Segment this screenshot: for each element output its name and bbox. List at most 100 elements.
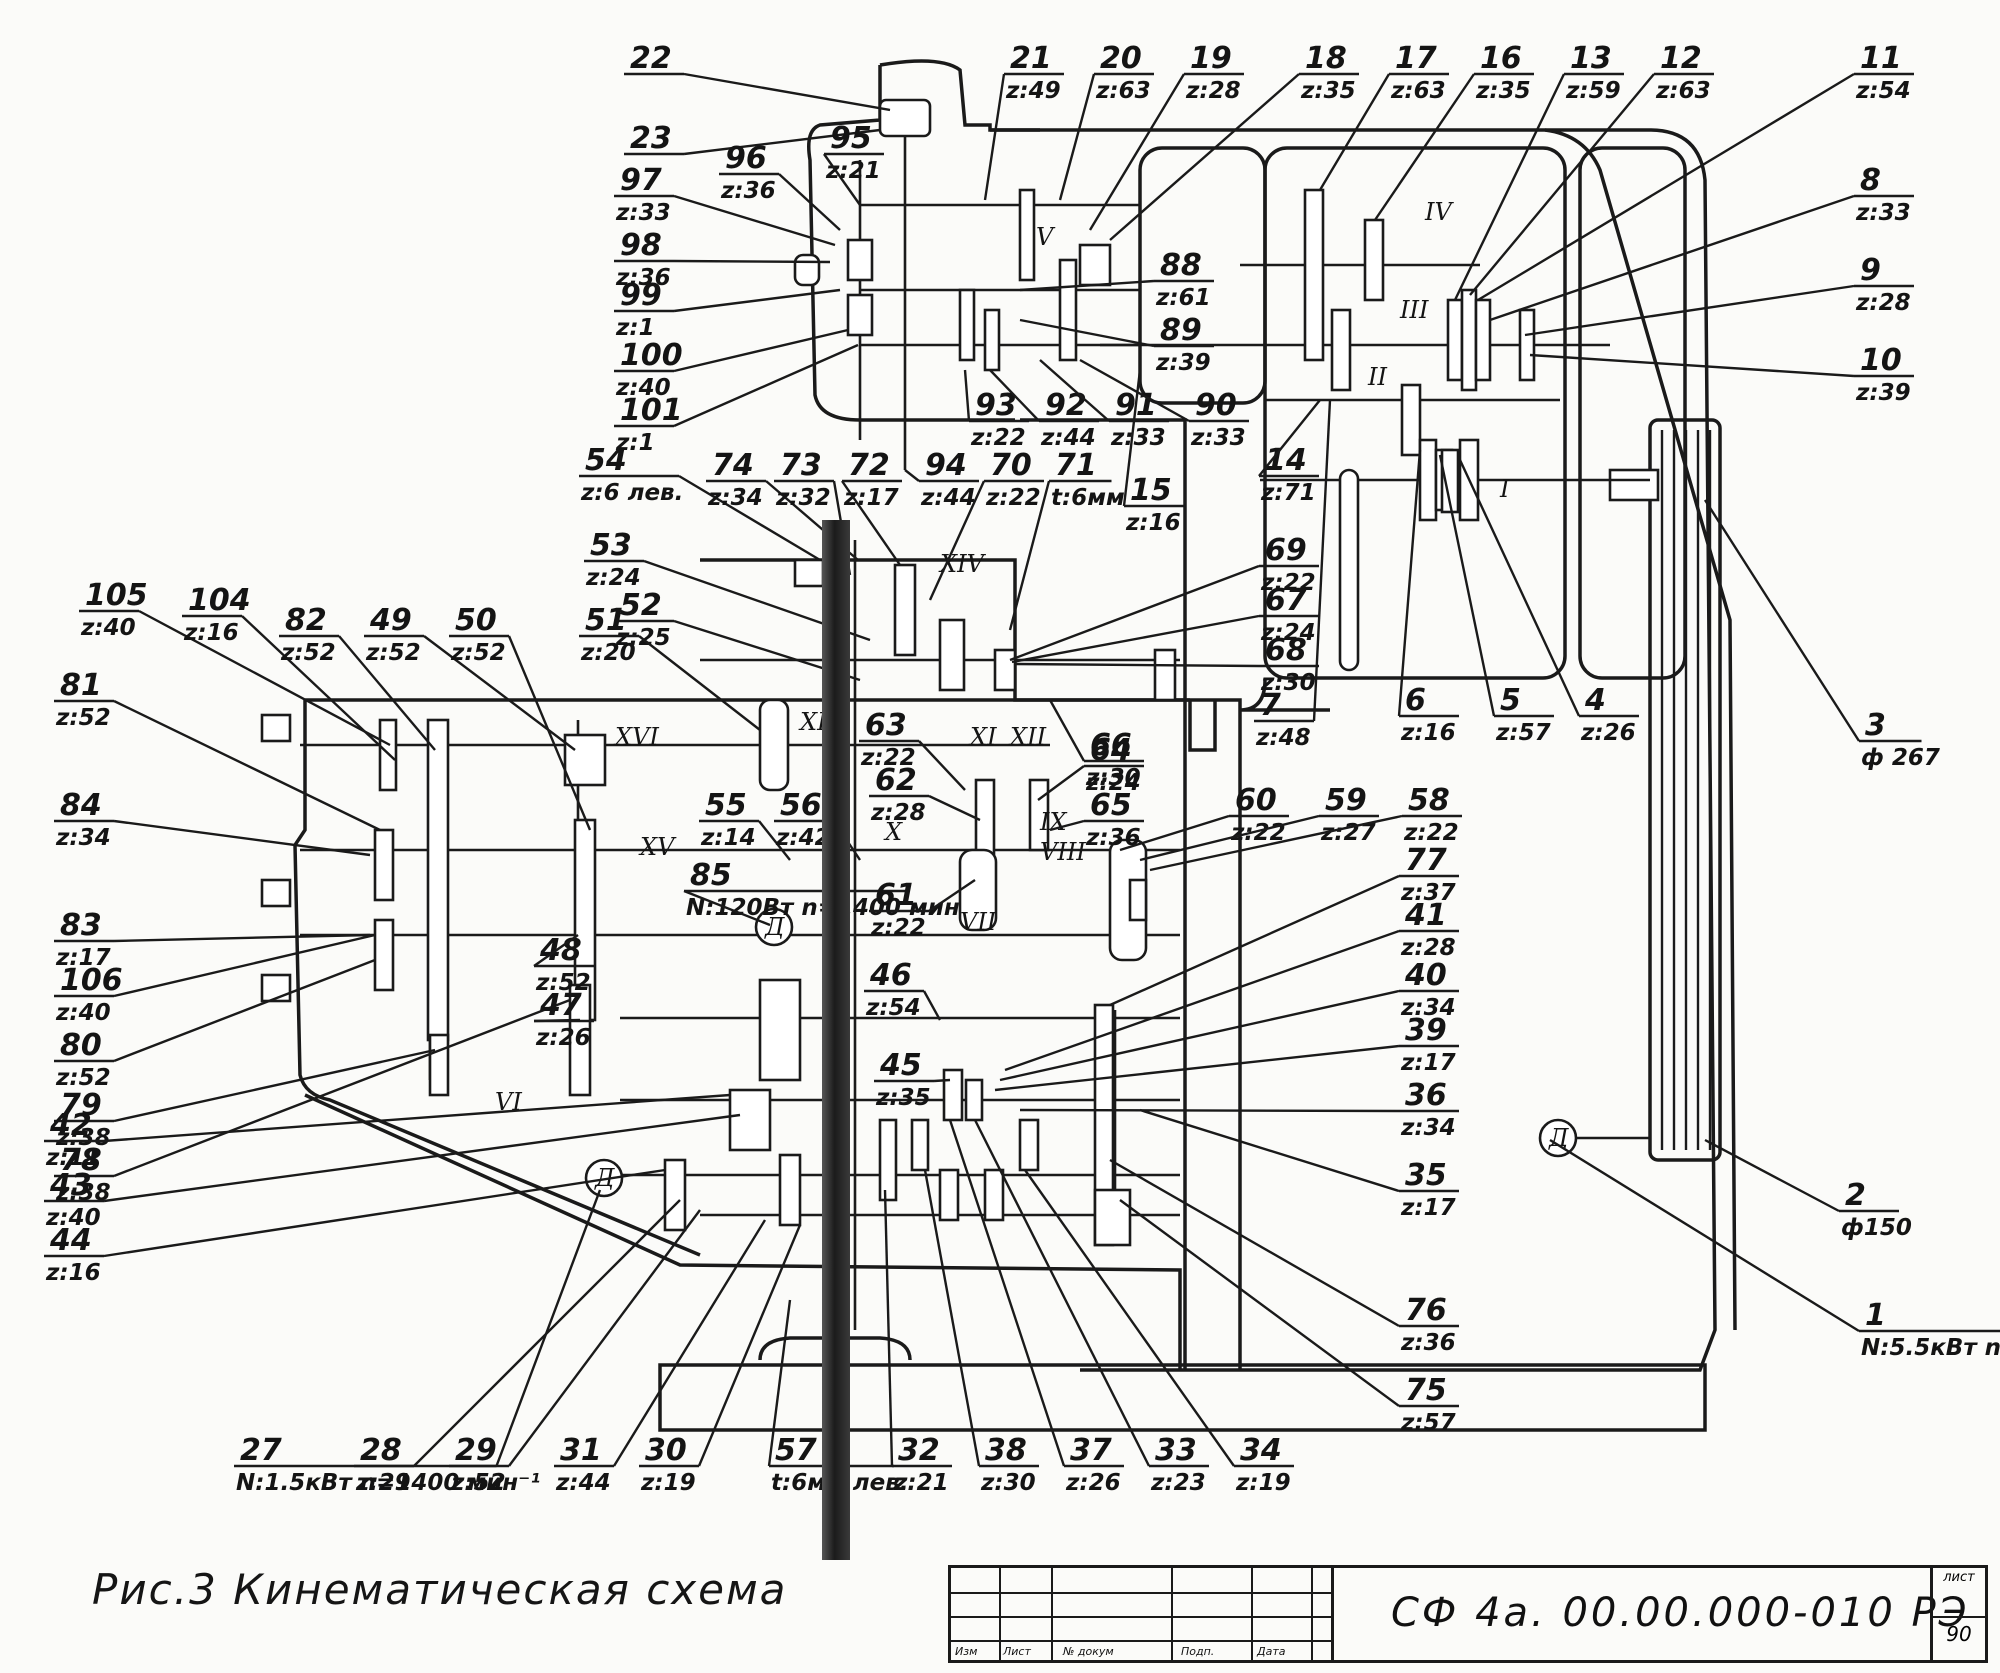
part-number: 97 — [620, 163, 662, 198]
part-number: 49 — [369, 603, 412, 638]
leader-line — [241, 615, 396, 761]
leader-line — [928, 879, 976, 912]
shaft-numerals: I II III IV V VI VII VIII IX X XI XII XI… — [495, 198, 1510, 1116]
tooth-count: z:34 — [55, 825, 111, 851]
leader-line — [1109, 874, 1400, 1007]
tooth-count: z:36 — [615, 265, 671, 291]
part-number: 70 — [990, 448, 1032, 483]
leader-line — [103, 1113, 741, 1203]
part-number: 88 — [1160, 248, 1202, 283]
part-callout: 6z:16 — [1397, 449, 1459, 746]
part-number: 17 — [1395, 41, 1437, 76]
part-callout: 29z:52 — [449, 1209, 701, 1496]
leader-line — [697, 1224, 802, 1467]
leader-line — [1004, 929, 1400, 1072]
leader-line — [1549, 1138, 1860, 1333]
part-number: 81 — [60, 668, 102, 703]
part-callout: 34z:19 — [1024, 1169, 1294, 1496]
leader-line — [1312, 399, 1332, 722]
leader-line — [963, 369, 971, 422]
tooth-count: z:22 — [1403, 820, 1459, 846]
tooth-count: z:11 — [45, 1145, 101, 1171]
part-number: 55 — [705, 788, 747, 823]
part-callouts: 222321z:4920z:6319z:2818z:3517z:6316z:35… — [44, 41, 2000, 1496]
tooth-count: z:59 — [1565, 78, 1621, 104]
leader-line — [673, 194, 836, 247]
part-callout: 42z:11 — [44, 1093, 731, 1171]
tooth-count: z:40 — [80, 615, 136, 641]
part-callout: 21z:49 — [983, 41, 1064, 201]
part-callout: 55z:14 — [699, 788, 791, 861]
tooth-count: z:16 — [1400, 720, 1456, 746]
part-callout: 13z:59 — [1453, 41, 1624, 301]
part-number: 45 — [879, 1048, 922, 1083]
part-callout: 88z:61 — [1019, 248, 1214, 311]
tooth-count: z:1 — [615, 430, 655, 456]
part-callout: 73z:32 — [774, 448, 852, 576]
leader-line — [338, 635, 436, 751]
leader-line — [1119, 1199, 1400, 1407]
tooth-count: z:49 — [1005, 78, 1061, 104]
binding-seam — [822, 520, 850, 1560]
part-callout: 37z:26 — [948, 1119, 1124, 1496]
sheet-box: лист 90 — [1930, 1568, 1985, 1660]
tooth-count: z:23 — [1150, 1470, 1206, 1496]
part-number: 50 — [455, 603, 497, 638]
shaft-numeral: I — [1499, 475, 1510, 503]
part-number: 77 — [1405, 843, 1447, 878]
tooth-count: z:52 — [55, 1065, 111, 1091]
part-callout: 43z:40 — [44, 1113, 741, 1231]
part-callout: 54z:6 лев. — [579, 443, 821, 562]
tooth-count: ф150 — [1841, 1215, 1912, 1241]
tooth-count: z:19 — [1235, 1470, 1291, 1496]
column-head: Изм — [955, 1645, 978, 1658]
leader-line — [841, 480, 901, 566]
part-number: 61 — [875, 878, 917, 913]
tooth-count: z:19 — [640, 1470, 696, 1496]
part-number: 105 — [85, 578, 148, 613]
leader-line — [948, 1119, 1066, 1467]
part-number: 67 — [1265, 583, 1307, 618]
leader-line — [758, 820, 791, 861]
part-callout: 94z:44 — [904, 448, 979, 511]
part-callout: 60z:22 — [1119, 783, 1289, 852]
tooth-count: ф 267 — [1861, 745, 1940, 771]
leader-line — [1049, 819, 1085, 832]
tooth-count: z:24 — [1260, 620, 1316, 646]
part-number: 29 — [455, 1433, 497, 1468]
sheet-number: 90 — [1933, 1616, 1985, 1646]
part-callout: 92z:44 — [989, 369, 1099, 451]
part-number: 18 — [1305, 41, 1347, 76]
part-callout: 78z:38 — [54, 998, 571, 1206]
part-callout: 84z:34 — [54, 788, 371, 857]
tooth-count: z:29 — [355, 1470, 411, 1496]
tooth-count: z:54 — [1855, 78, 1911, 104]
part-callout: 58z:22 — [1149, 783, 1462, 872]
tooth-count: z:57 — [1400, 1410, 1456, 1436]
leader-line — [103, 1093, 731, 1143]
tooth-count: z:42 — [775, 825, 831, 851]
part-number: 53 — [590, 528, 632, 563]
part-number: 93 — [975, 388, 1017, 423]
tooth-count: z:14 — [700, 825, 756, 851]
tooth-count: z:17 — [1400, 1050, 1456, 1076]
tooth-count: z:22 — [870, 915, 926, 941]
leader-line — [1489, 194, 1855, 322]
part-callout: 66z:30 — [1048, 699, 1144, 791]
part-callout: 16z:35 — [1374, 41, 1534, 221]
part-number: 85 — [690, 858, 732, 893]
part-callout: 9z:28 — [1524, 253, 1914, 337]
leader-line — [1109, 73, 1300, 241]
part-number: 10 — [1860, 343, 1902, 378]
leader-line — [1048, 699, 1086, 762]
tooth-count: z:35 — [875, 1085, 931, 1111]
part-number: 2 — [1845, 1178, 1866, 1213]
shaft-numeral: VIII — [1040, 838, 1086, 866]
part-number: 42 — [49, 1108, 92, 1143]
leader-line — [1119, 814, 1230, 852]
part-callout: 11z:54 — [1477, 41, 1914, 302]
part-number: 82 — [285, 603, 327, 638]
tooth-count: z:1 — [615, 315, 655, 341]
part-number: 36 — [1405, 1078, 1447, 1113]
